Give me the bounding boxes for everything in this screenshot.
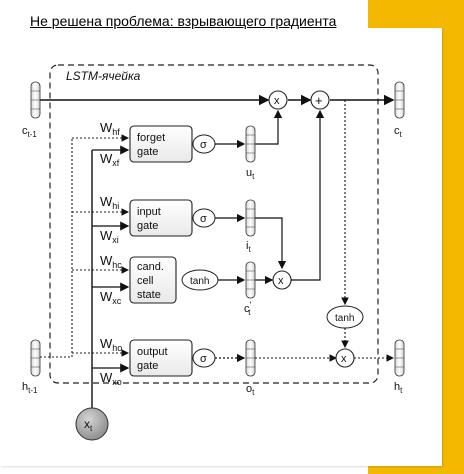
slide-heading: Не решена проблема: взрывающего градиент… xyxy=(30,13,337,29)
c-out-vector xyxy=(394,81,405,119)
svg-text:Whi: Whi xyxy=(100,194,119,211)
h-prev-vector xyxy=(30,339,41,377)
forget-sigma-label: σ xyxy=(200,139,207,151)
forget-multiply-node: x xyxy=(268,90,288,110)
cand-line3: state xyxy=(137,289,161,301)
x-input-sub: t xyxy=(90,424,93,433)
cand-line1: cand. xyxy=(137,261,164,273)
x-input-node: xt xyxy=(75,407,109,441)
c-cand-vector xyxy=(245,261,256,299)
output-multiply-label: x xyxy=(341,353,347,365)
w-hc-label: W xyxy=(100,253,113,268)
h-out-label: h xyxy=(394,381,400,393)
h-prev-sub: t-1 xyxy=(28,386,38,395)
cand-cell-state-gate: cand. cell state xyxy=(129,256,177,304)
output-gate-line1: output xyxy=(137,346,168,358)
w-xi-sub: xi xyxy=(112,235,119,245)
svg-text:it: it xyxy=(246,240,251,254)
input-gate: input gate xyxy=(129,199,193,237)
w-xf-label: W xyxy=(100,151,113,166)
input-gate-line2: gate xyxy=(137,220,158,232)
w-ho-label: W xyxy=(100,336,113,351)
w-hi-sub: hi xyxy=(112,201,119,211)
forget-gate: forget gate xyxy=(129,125,193,163)
input-gate-line1: input xyxy=(137,206,161,218)
w-hf-label: W xyxy=(100,120,113,135)
cell-tanh-node: tanh xyxy=(326,305,364,329)
w-xo-sub: xo xyxy=(112,377,122,387)
svg-text:ct: ct xyxy=(394,125,403,139)
forget-gate-line1: forget xyxy=(137,132,165,144)
output-multiply-node: x xyxy=(335,348,355,368)
u-vector xyxy=(245,125,256,163)
u-sub: t xyxy=(252,172,255,181)
c-cand-sub: t xyxy=(248,308,251,317)
w-hc-sub: hc xyxy=(112,260,122,270)
c-prev-label: c xyxy=(22,125,28,137)
svg-text:xt: xt xyxy=(84,417,93,433)
u-label: u xyxy=(246,167,252,179)
h-out-sub: t xyxy=(400,386,403,395)
c-prev-vector xyxy=(30,81,41,119)
i-sub: t xyxy=(248,245,251,254)
x-input-label: x xyxy=(84,417,90,431)
o-vector xyxy=(245,339,256,377)
w-xf-sub: xf xyxy=(112,158,120,168)
w-hi-label: W xyxy=(100,194,113,209)
input-sigma-label: σ xyxy=(200,213,207,225)
w-xc-label: W xyxy=(100,289,113,304)
svg-text:Wxi: Wxi xyxy=(100,228,119,245)
o-label: o xyxy=(246,383,252,395)
svg-text:Wxo: Wxo xyxy=(100,370,122,387)
svg-text:c't: c't xyxy=(244,300,252,317)
output-gate: output gate xyxy=(129,339,193,377)
svg-text:Whf: Whf xyxy=(100,120,120,137)
cell-add-label: + xyxy=(315,93,323,108)
input-multiply-label: x xyxy=(278,275,284,287)
lstm-cell-frame xyxy=(49,64,379,384)
cell-title: LSTM-ячейка xyxy=(66,69,141,83)
o-sub: t xyxy=(252,388,255,397)
cell-tanh-label: tanh xyxy=(335,313,354,324)
w-xo-label: W xyxy=(100,370,113,385)
svg-text:Who: Who xyxy=(100,336,122,353)
output-gate-line2: gate xyxy=(137,360,158,372)
c-out-label: c xyxy=(394,125,400,137)
output-sigma-label: σ xyxy=(200,353,207,365)
cand-line2: cell xyxy=(137,275,154,287)
i-label: i xyxy=(246,240,248,252)
w-hf-sub: hf xyxy=(112,127,120,137)
cell-add-node: + xyxy=(310,90,330,110)
forget-gate-line2: gate xyxy=(137,146,158,158)
i-vector xyxy=(245,199,256,237)
w-xi-label: W xyxy=(100,228,113,243)
svg-text:ct-1: ct-1 xyxy=(22,125,37,139)
w-ho-sub: ho xyxy=(112,343,122,353)
w-xc-sub: xc xyxy=(112,296,122,306)
svg-text:Wxc: Wxc xyxy=(100,289,122,306)
svg-text:ut: ut xyxy=(246,167,255,181)
svg-text:ht: ht xyxy=(394,381,403,395)
svg-text:ht-1: ht-1 xyxy=(22,381,38,395)
svg-text:Whc: Whc xyxy=(100,253,122,270)
input-multiply-node: x xyxy=(272,270,292,290)
svg-text:Wxf: Wxf xyxy=(100,151,120,168)
c-prev-sub: t-1 xyxy=(28,130,38,139)
forget-multiply-label: x xyxy=(274,95,280,107)
cand-tanh-label: tanh xyxy=(190,276,209,287)
h-prev-label: h xyxy=(22,381,28,393)
svg-text:ot: ot xyxy=(246,383,255,397)
c-out-sub: t xyxy=(400,130,403,139)
slide-card xyxy=(0,28,442,466)
c-cand-sup: ' xyxy=(250,300,252,310)
h-out-vector xyxy=(394,339,405,377)
c-cand-label: c xyxy=(244,303,250,315)
